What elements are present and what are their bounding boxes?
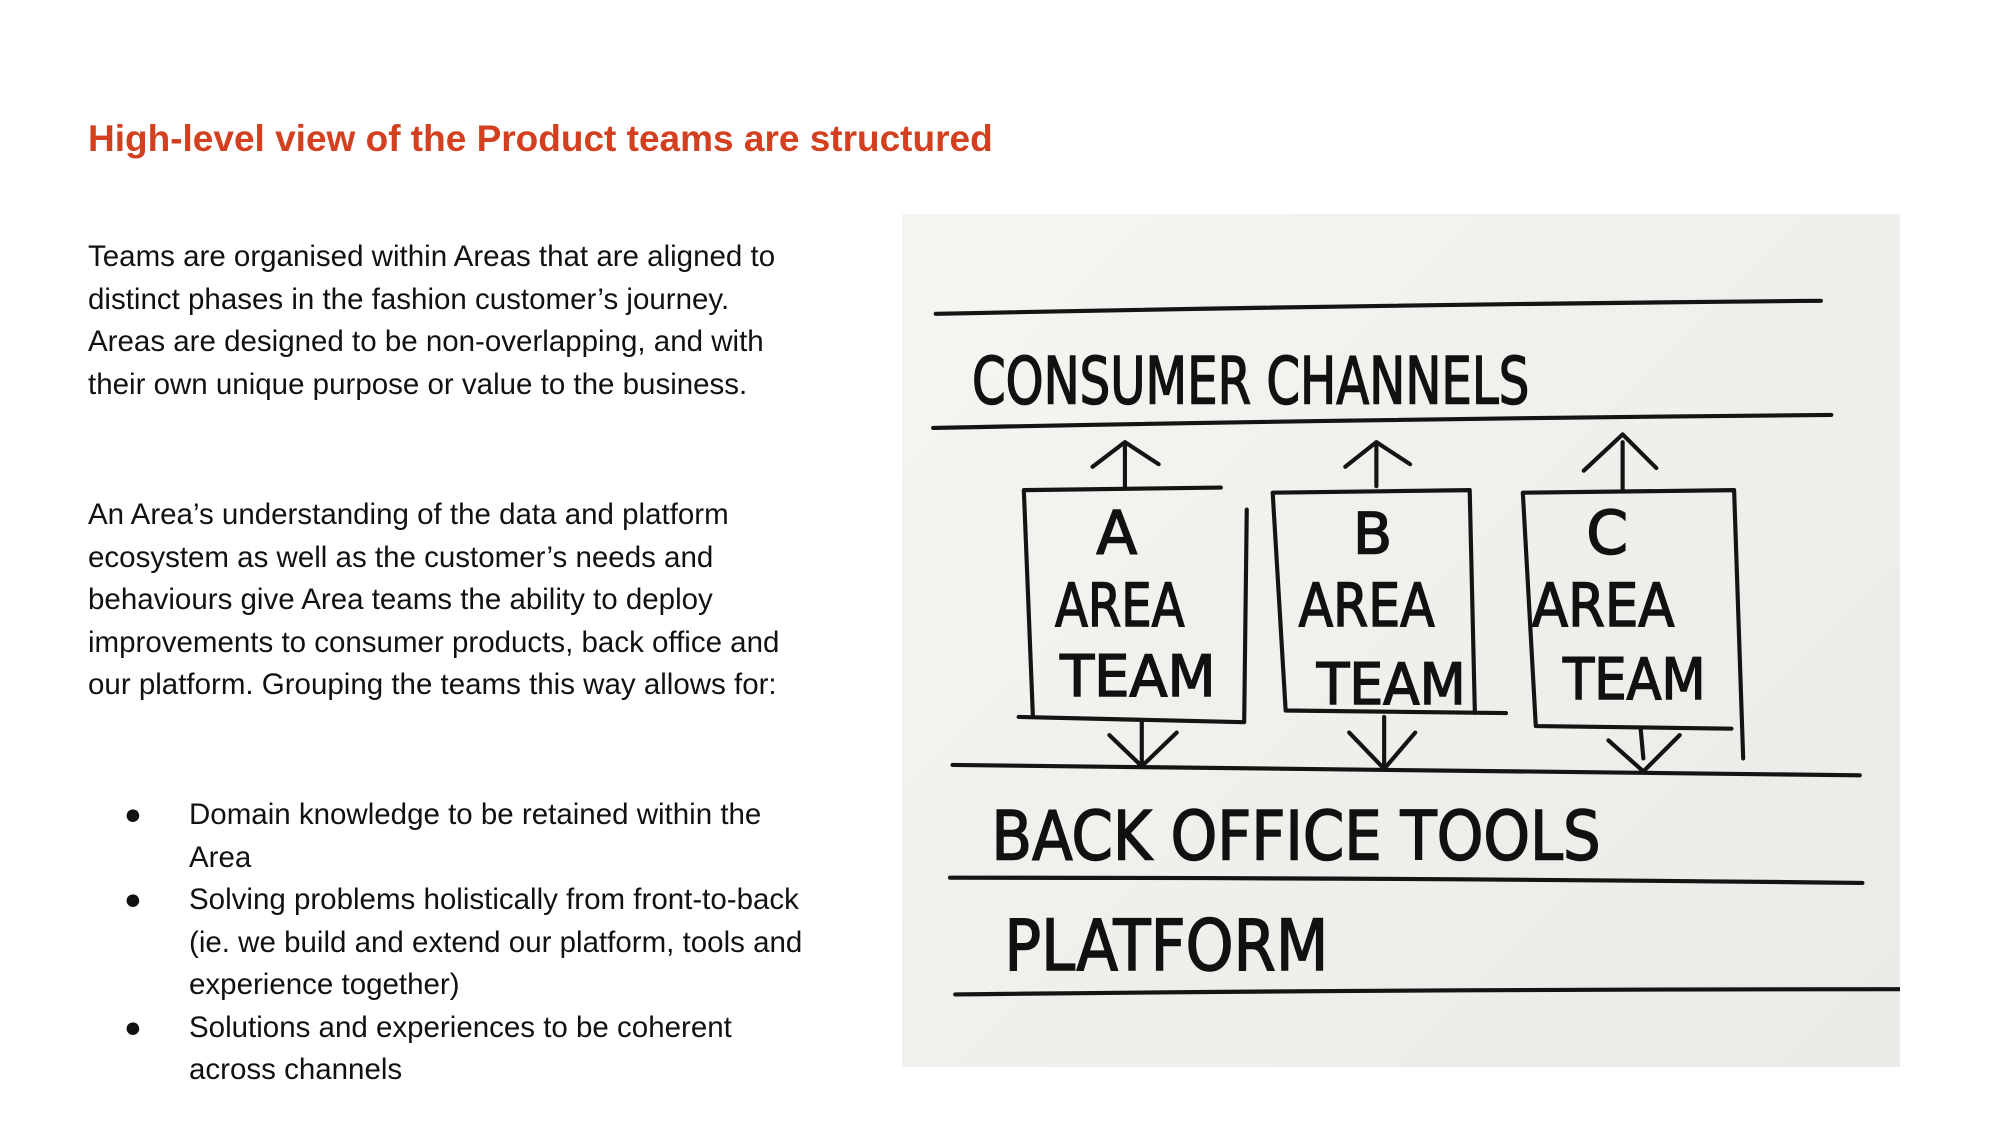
intro-paragraph: Teams are organised within Areas that ar…: [88, 240, 776, 401]
team-box-b: [1270, 488, 1509, 716]
area-label: AREA: [1532, 572, 1675, 641]
list-item-text: Solutions and experiences to be coherent…: [189, 1010, 732, 1087]
arrow-down-icon: [1347, 714, 1418, 771]
platform-label: PLATFORM: [1004, 905, 1328, 987]
arrow-down-icon: [1107, 720, 1179, 769]
divider-line: [931, 412, 1834, 430]
arrow-up-icon: [1581, 432, 1659, 491]
team-label: TEAM: [1562, 647, 1705, 713]
divider-line: [947, 875, 1865, 885]
arrow-up-icon: [1090, 440, 1161, 489]
list-item-text: Solving problems holistically from front…: [189, 883, 803, 1001]
bullet-icon: ●: [124, 798, 142, 831]
hand-drawn-diagram-photo: CONSUMER CHANNELS A AREA TEAM B AREA TEA…: [902, 214, 1900, 1067]
list-item-text: Domain knowledge to be retained within t…: [189, 798, 762, 874]
team-letter-a: A: [1096, 500, 1137, 569]
area-label: AREA: [1055, 572, 1185, 641]
consumer-channels-label: CONSUMER CHANNELS: [972, 344, 1529, 419]
arrow-down-icon: [1606, 727, 1682, 774]
arrow-up-icon: [1343, 440, 1413, 489]
list-item: ● Domain knowledge to be retained within …: [88, 794, 808, 879]
sketch-strokes: [931, 298, 1900, 997]
bullet-icon: ●: [124, 1010, 142, 1044]
bullet-icon: ●: [124, 883, 142, 916]
team-letter-b: B: [1353, 502, 1392, 568]
team-box-a: [1016, 485, 1249, 725]
team-box-c: [1520, 488, 1746, 761]
team-letter-c: C: [1586, 500, 1628, 569]
areas-paragraph: An Area’s understanding of the data and …: [88, 498, 780, 701]
team-structure-sketch: CONSUMER CHANNELS A AREA TEAM B AREA TEA…: [931, 298, 1900, 997]
benefits-list: ● Domain knowledge to be retained within …: [88, 794, 808, 1092]
divider-line: [950, 762, 1862, 778]
list-item: ● Solving problems holistically from fron…: [88, 879, 808, 1007]
list-item: ● Solutions and experiences to be coheren…: [88, 1007, 808, 1092]
area-label: AREA: [1299, 572, 1435, 641]
page-title: High-level view of the Product teams are…: [88, 118, 993, 159]
team-label: TEAM: [1316, 652, 1466, 718]
back-office-tools-label: BACK OFFICE TOOLS: [991, 797, 1600, 876]
team-label: TEAM: [1059, 644, 1216, 710]
divider-line: [953, 987, 1900, 997]
divider-line: [933, 298, 1824, 316]
